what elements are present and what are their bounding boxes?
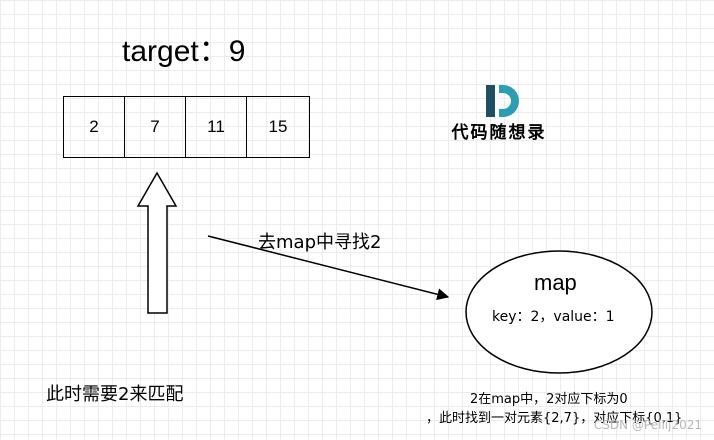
- search-label: 去map中寻找2: [258, 232, 382, 253]
- map-entry: key：2，value：1: [492, 309, 615, 325]
- search-arrow: [207, 235, 450, 301]
- array-cell: 2: [64, 97, 125, 157]
- logo-text: 代码随想录: [451, 123, 547, 143]
- map-title: map: [534, 270, 577, 295]
- logo-gap: [495, 85, 499, 117]
- logo-d-icon: [486, 85, 519, 117]
- need-label: 此时需要2来匹配: [46, 384, 184, 405]
- number-array: 2 7 11 15: [63, 96, 310, 158]
- array-cell: 15: [268, 117, 288, 136]
- target-title: target：9: [122, 35, 246, 68]
- note-line: 2在map中，2对应下标为0: [470, 392, 628, 407]
- array-cell: 7: [125, 97, 186, 157]
- note-line: ，此时找到一对元素{2,7}，对应下标{0,1}: [426, 411, 683, 426]
- watermark: CSDN @Peilij2021: [593, 418, 702, 432]
- logo-stem: [486, 85, 495, 117]
- up-arrow-icon: [136, 171, 178, 314]
- logo-bowl: [499, 85, 519, 117]
- array-cell: 11: [186, 97, 247, 157]
- map-ellipse: [465, 250, 653, 374]
